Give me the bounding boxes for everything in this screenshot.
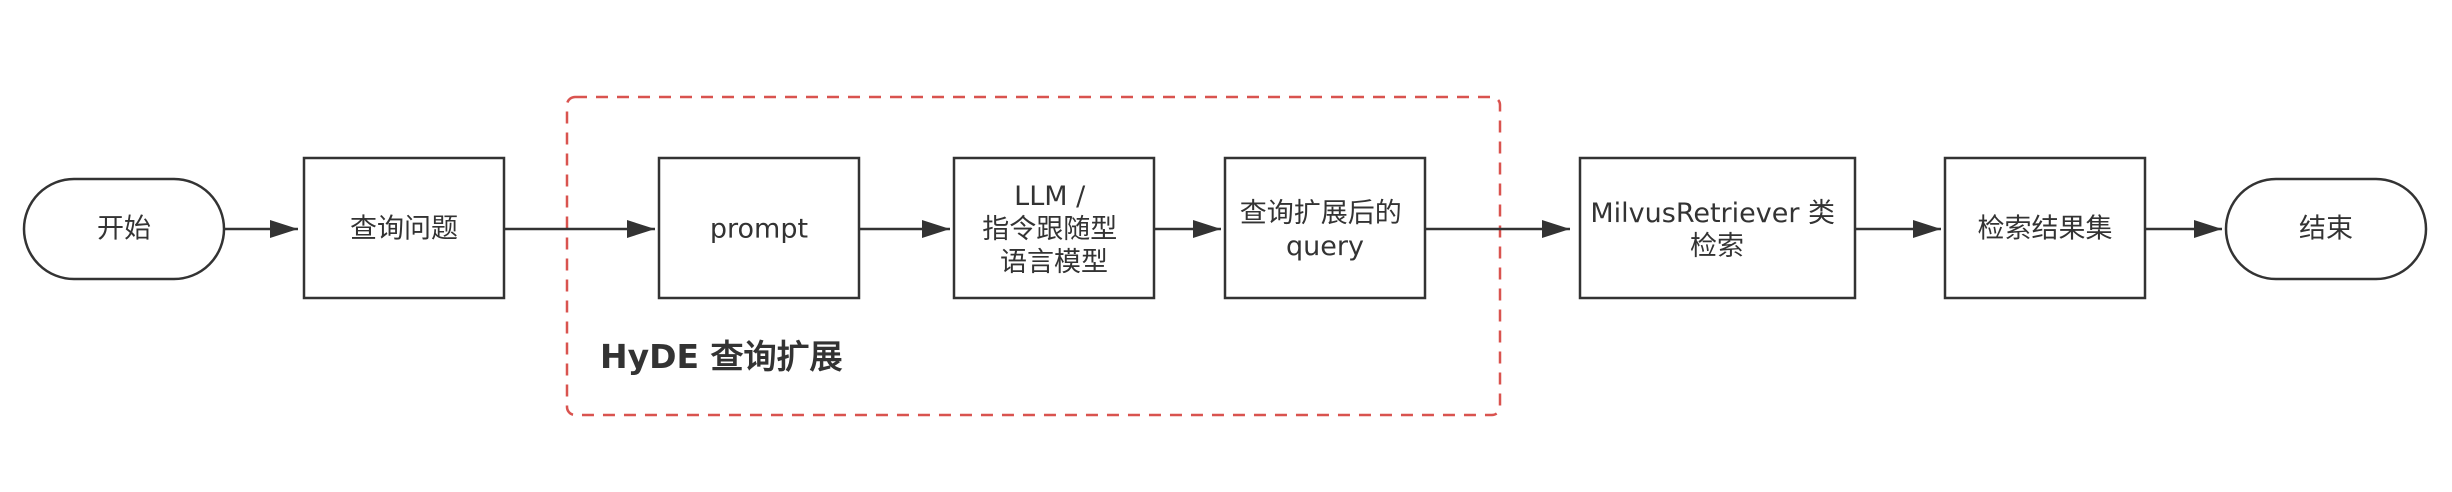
llm-label-line-2: 指令跟随型 bbox=[982, 214, 1117, 245]
expanded-query-label: 查询扩展后的 query bbox=[1240, 198, 1411, 262]
results-node: 检索结果集 bbox=[1943, 156, 2147, 300]
llm-label-line-3: 语言模型 bbox=[1000, 247, 1108, 278]
retriever-node: MilvusRetriever 类 检索 bbox=[1578, 156, 1857, 300]
llm-label: LLM / 指令跟随型 语言模型 bbox=[982, 181, 1126, 278]
llm-label-line-1: LLM / bbox=[1014, 181, 1086, 212]
query-question-label: 查询问题 bbox=[350, 214, 458, 245]
expanded-query-line-2: query bbox=[1286, 231, 1364, 262]
retriever-label-line-2: 检索 bbox=[1690, 231, 1744, 262]
results-label: 检索结果集 bbox=[1978, 214, 2113, 245]
prompt-label: prompt bbox=[710, 214, 808, 245]
start-label: 开始 bbox=[97, 214, 151, 245]
llm-node: LLM / 指令跟随型 语言模型 bbox=[952, 156, 1156, 300]
expanded-query-shape bbox=[1223, 156, 1427, 300]
expanded-query-node: 查询扩展后的 query bbox=[1223, 156, 1427, 300]
retriever-label-line-1: MilvusRetriever 类 bbox=[1590, 198, 1835, 229]
end-label: 结束 bbox=[2299, 214, 2353, 245]
hyde-group-border bbox=[565, 95, 1502, 417]
llm-shape bbox=[952, 156, 1156, 300]
start-node: 开始 bbox=[22, 177, 226, 281]
prompt-shape bbox=[657, 156, 861, 300]
end-node: 结束 bbox=[2224, 177, 2428, 281]
hyde-group: HyDE 查询扩展 bbox=[565, 95, 1502, 417]
hyde-group-label: HyDE 查询扩展 bbox=[600, 337, 843, 376]
results-shape bbox=[1943, 156, 2147, 300]
end-shape bbox=[2224, 177, 2428, 281]
expanded-query-line-1: 查询扩展后的 bbox=[1240, 198, 1402, 229]
query-question-node: 查询问题 bbox=[302, 156, 506, 300]
retriever-label: MilvusRetriever 类 检索 bbox=[1590, 198, 1843, 262]
prompt-node: prompt bbox=[657, 156, 861, 300]
retriever-shape bbox=[1578, 156, 1857, 300]
